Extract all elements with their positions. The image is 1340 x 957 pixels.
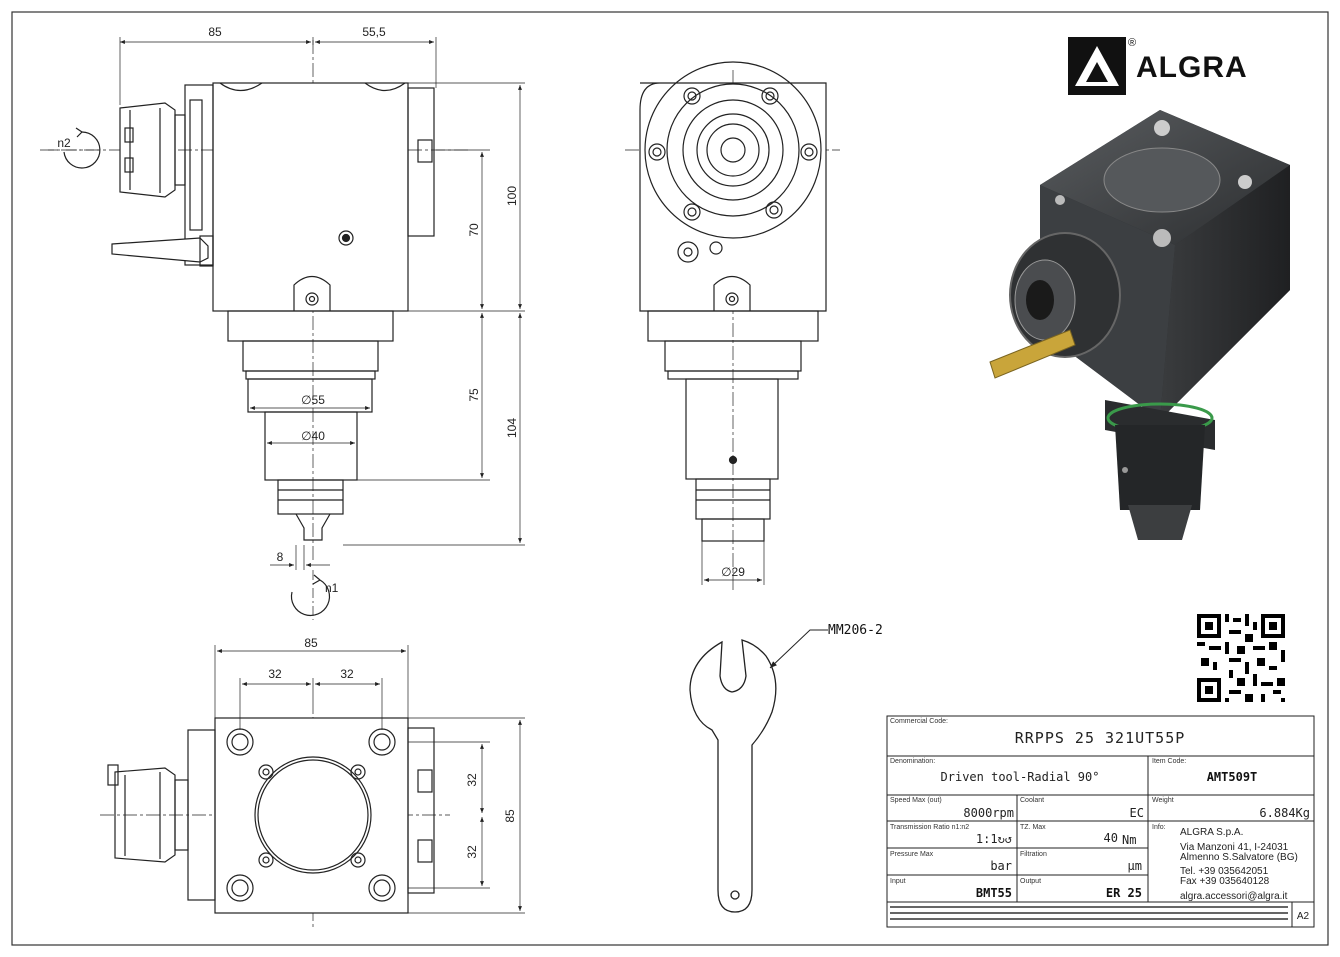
side-view [625, 61, 840, 590]
phone: Tel. +39 035642051 [1180, 866, 1269, 877]
rotation-n1-icon [290, 570, 331, 620]
rotation-n2-icon [48, 127, 101, 169]
coolant: EC [1130, 806, 1144, 820]
ratio: 1:1↻↺ [976, 832, 1012, 846]
dim-32-left: 32 [268, 667, 282, 681]
sheet-border [11, 11, 1329, 946]
dim-dia-55: ∅55 [301, 393, 325, 407]
label-input: Input [890, 878, 906, 885]
dim-32-right: 32 [340, 667, 354, 681]
dim-104: 104 [505, 418, 519, 438]
front-view [40, 40, 470, 560]
algra-logo: ALGRA ® [1068, 37, 1248, 95]
sheet-size: A2 [1297, 911, 1310, 922]
dim-32-upper: 32 [465, 773, 479, 787]
front-view-dimensions [119, 37, 525, 570]
dim-85-bottom: 85 [304, 636, 318, 650]
weight: 6.884Kg [1259, 806, 1310, 820]
torque-value: 40 [1104, 831, 1118, 845]
address-line1: Via Manzoni 41, I-24031 [1180, 842, 1289, 853]
dim-70: 70 [467, 223, 481, 237]
label-item-code: Item Code: [1152, 758, 1186, 765]
wrench-code: MM206-2 [828, 623, 883, 638]
label-speed: Speed Max (out) [890, 797, 942, 804]
email: algra.accessori@algra.it [1180, 891, 1288, 902]
fax: Fax +39 035640128 [1180, 876, 1270, 887]
commercial-code: RRPPS 25 321UT55P [1015, 729, 1186, 747]
output: ER 25 [1106, 886, 1142, 900]
label-filtration: Filtration [1020, 851, 1047, 858]
bottom-view [100, 700, 450, 930]
svg-text:®: ® [1128, 37, 1136, 49]
dim-32-lower: 32 [465, 845, 479, 859]
dim-dia-40: ∅40 [301, 429, 325, 443]
pressure-unit: bar [990, 859, 1012, 873]
label-ratio: Transmission Ratio n1:n2 [890, 824, 969, 831]
speed: 8000rpm [963, 806, 1014, 820]
label-output: Output [1020, 878, 1041, 885]
dim-8: 8 [277, 550, 284, 564]
bottom-view-dimensions [214, 645, 525, 914]
label-weight: Weight [1152, 797, 1174, 804]
fine-print [890, 906, 1288, 920]
address-line2: Almenno S.Salvatore (BG) [1180, 852, 1298, 863]
label-info: Info: [1152, 824, 1166, 831]
wrench-leader [769, 629, 828, 669]
wrench [689, 639, 777, 913]
dim-55-5-top: 55,5 [362, 25, 386, 39]
label-denomination: Denomination: [890, 758, 935, 765]
label-commercial-code: Commercial Code: [890, 718, 948, 725]
dim-100: 100 [505, 186, 519, 206]
filtration-unit: µm [1128, 859, 1142, 873]
label-torque: TZ. Max [1020, 824, 1046, 831]
item-code: AMT509T [1207, 770, 1258, 784]
dim-85-right: 85 [503, 809, 517, 823]
company-name: ALGRA S.p.A. [1180, 827, 1243, 838]
svg-text:ALGRA: ALGRA [1136, 51, 1248, 84]
label-coolant: Coolant [1020, 797, 1044, 804]
dim-85-top: 85 [208, 25, 222, 39]
side-view-dimensions [701, 541, 765, 585]
qr-code [1197, 614, 1285, 702]
input: BMT55 [976, 886, 1012, 900]
dim-75: 75 [467, 388, 481, 402]
torque-unit: Nm [1122, 833, 1136, 847]
dim-dia-29: ∅29 [721, 565, 745, 579]
product-3d-render [989, 110, 1290, 540]
title-block [886, 715, 1315, 928]
denomination: Driven tool-Radial 90° [941, 770, 1100, 784]
label-n2: n2 [57, 136, 71, 150]
label-pressure: Pressure Max [890, 851, 934, 858]
label-n1: n1 [325, 581, 339, 595]
